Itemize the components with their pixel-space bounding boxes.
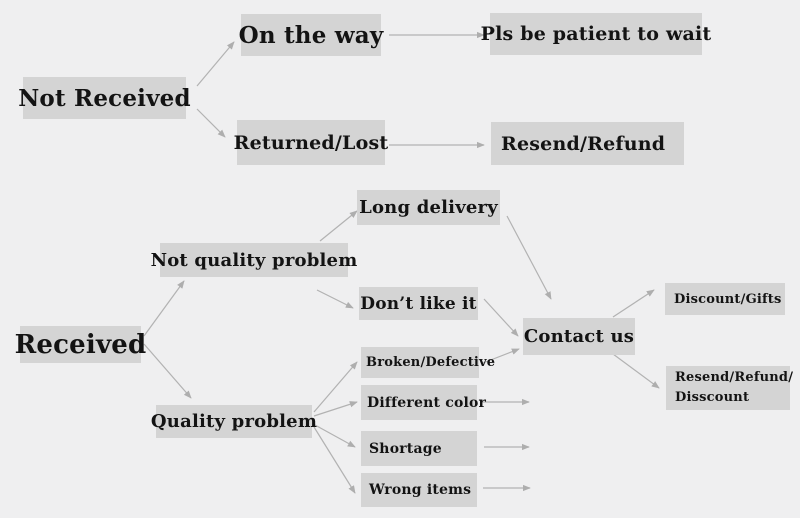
node-pls-be-patient-to-wait: Pls be patient to wait — [481, 13, 711, 55]
node-label-line-1: Resend/Refund/ — [675, 370, 794, 385]
node-not-received: Not Received — [18, 77, 191, 119]
arrow-not-quality-to-dont-like-it — [316, 289, 354, 309]
node-resend-refund: Resend/Refund — [491, 122, 684, 165]
arrow-not-quality-to-long-delivery — [319, 210, 358, 242]
node-label: Contact us — [523, 326, 635, 347]
node-label: Received — [14, 329, 147, 360]
arrow-not-received-to-on-the-way — [196, 41, 235, 87]
node-label: Discount/Gifts — [674, 291, 782, 307]
node-label: On the way — [238, 21, 384, 49]
arrow-broken-defective-to-contact-us — [482, 348, 520, 364]
node-broken-defective: Broken/Defective — [361, 347, 495, 378]
node-discount-gifts: Discount/Gifts — [665, 283, 785, 315]
arrow-quality-to-broken-defective — [313, 361, 358, 413]
arrow-received-to-quality-problem — [143, 343, 192, 399]
node-received: Received — [15, 326, 146, 363]
arrow-not-received-to-returned-lost — [196, 108, 226, 138]
node-long-delivery: Long delivery — [357, 190, 500, 225]
node-contact-us: Contact us — [523, 318, 635, 355]
node-resend-refund-disscount: Resend/Refund/ Disscount — [666, 366, 794, 410]
node-wrong-items: Wrong items — [361, 473, 477, 507]
arrow-quality-to-shortage — [314, 424, 356, 448]
arrow-quality-to-different-color — [313, 401, 358, 417]
arrow-quality-to-wrong-items — [313, 426, 356, 494]
arrow-dont-like-it-to-contact-us — [483, 298, 519, 337]
arrow-long-delivery-to-contact-us — [506, 215, 552, 300]
node-label: Pls be patient to wait — [480, 23, 712, 45]
arrow-contact-us-to-discount-gifts — [612, 289, 655, 318]
node-shortage: Shortage — [361, 431, 477, 466]
node-label: Not Received — [18, 84, 191, 112]
node-label: Shortage — [369, 440, 442, 457]
node-label: Quality problem — [150, 411, 318, 432]
node-not-quality-problem: Not quality problem — [151, 243, 357, 277]
node-label: Broken/Defective — [366, 355, 496, 370]
node-on-the-way: On the way — [238, 14, 384, 56]
node-label-line-2: Disscount — [675, 390, 750, 405]
node-label: Don’t like it — [360, 293, 477, 314]
arrow-received-to-not-quality-problem — [143, 280, 185, 337]
node-label: Different color — [367, 394, 487, 411]
node-dont-like-it: Don’t like it — [359, 287, 478, 320]
node-label: Long delivery — [359, 197, 498, 218]
node-label: Returned/Lost — [233, 131, 389, 154]
node-label: Resend/Refund — [501, 132, 666, 155]
node-label: Not quality problem — [150, 249, 358, 271]
node-label: Wrong items — [369, 482, 472, 498]
node-different-color: Different color — [361, 385, 486, 420]
node-quality-problem: Quality problem — [151, 405, 317, 438]
arrow-contact-us-to-resend-disscount — [612, 353, 660, 389]
node-returned-lost: Returned/Lost — [234, 120, 388, 165]
